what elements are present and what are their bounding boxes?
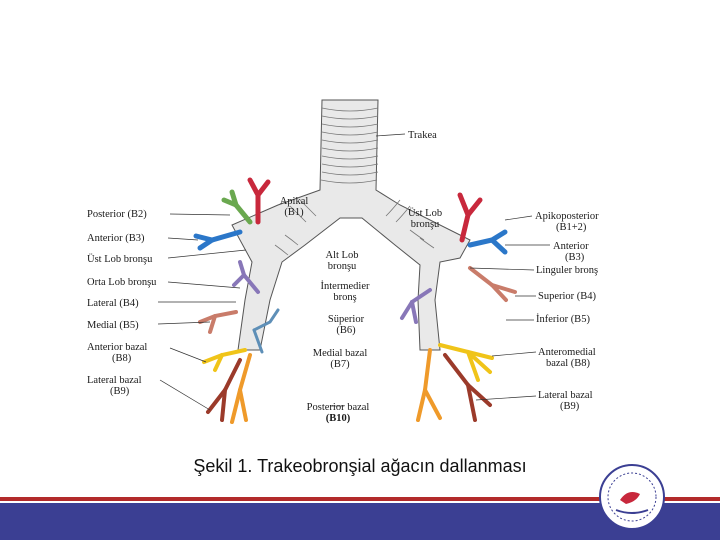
label-left-posterior: Posterior (B2)	[87, 209, 147, 220]
label-intermedier: İntermedier	[320, 281, 370, 292]
left-middle-lobe-branch	[232, 260, 260, 294]
label-right-apikoposterior: Apikoposterior	[535, 211, 599, 222]
trachea	[231, 99, 471, 351]
label-left-orta-lob: Orta Lob bronşu	[87, 277, 157, 288]
label-alt-lob-2: bronşu	[327, 261, 357, 272]
left-anterior-branch	[193, 229, 243, 251]
label-right-anteromedial-2: bazal (B8)	[546, 358, 591, 369]
label-b7: (B7)	[330, 359, 350, 370]
right-lingular-branch	[468, 266, 517, 302]
left-posterior-basal-branch	[230, 353, 252, 424]
label-right-lateral-bazal: Lateral bazal	[538, 390, 593, 401]
label-left-anterior-bazal: Anterior bazal	[87, 342, 148, 353]
label-right-inferior: İnferior (B5)	[536, 314, 590, 325]
label-intermedier-2: bronş	[333, 292, 357, 303]
figure-caption: Şekil 1. Trakeobronşial ağacın dallanmas…	[193, 456, 527, 476]
footer-red-stripe	[0, 497, 720, 501]
label-right-linguler: Linguler bronş	[536, 265, 599, 276]
footer-blue-bar	[0, 503, 720, 540]
label-right-b3: (B3)	[565, 252, 585, 263]
left-anterior-basal-branch	[202, 348, 247, 372]
label-right-anteromedial: Anteromedial	[538, 347, 596, 358]
label-superior-center: Süperior	[327, 314, 365, 325]
left-apical-branch	[247, 177, 271, 225]
label-trakea: Trakea	[408, 130, 437, 141]
leader-lines	[157, 133, 550, 411]
label-b1: (B1)	[284, 207, 304, 218]
label-b10: (B10)	[325, 413, 351, 424]
label-posterior-bazal: Posterior bazal	[306, 402, 370, 413]
label-medial-bazal: Medial bazal	[312, 348, 368, 359]
label-left-anterior: Anterior (B3)	[87, 233, 145, 244]
university-logo	[599, 464, 665, 530]
label-alt-lob: Alt Lob	[325, 250, 359, 261]
label-right-superior: Superior (B4)	[538, 291, 597, 302]
label-left-b8: (B8)	[112, 353, 132, 364]
label-left-medial: Medial (B5)	[87, 320, 139, 331]
right-superior-b6-branch	[400, 288, 432, 324]
right-anterior-branch	[467, 229, 508, 255]
label-right-b12: (B1+2)	[556, 222, 587, 233]
label-left-lateral-bazal: Lateral bazal	[87, 375, 142, 386]
label-right-anterior: Anterior	[553, 241, 589, 252]
right-anteromedial-basal-branch	[438, 343, 494, 382]
left-lateral-medial-branch	[198, 310, 238, 334]
left-superior-b6-branch	[252, 308, 280, 354]
label-ust-lob-right-2: bronşu	[410, 219, 440, 230]
label-left-b9: (B9)	[110, 386, 130, 397]
right-posterior-basal-branch	[416, 348, 442, 422]
label-left-ust-lob: Üst Lob bronşu	[87, 254, 153, 265]
trachea-rings	[274, 107, 435, 256]
left-posterior-branch	[221, 189, 253, 225]
label-b6: (B6)	[336, 325, 356, 336]
label-apikal: Apikal	[279, 196, 309, 207]
label-right-b9: (B9)	[560, 401, 580, 412]
label-left-lateral: Lateral (B4)	[87, 298, 139, 309]
right-apicoposterior-branch	[457, 192, 483, 243]
label-ust-lob-right: Üst Lob	[407, 208, 443, 219]
left-lateral-basal-branch	[206, 358, 242, 422]
right-lateral-basal-branch	[443, 353, 492, 422]
